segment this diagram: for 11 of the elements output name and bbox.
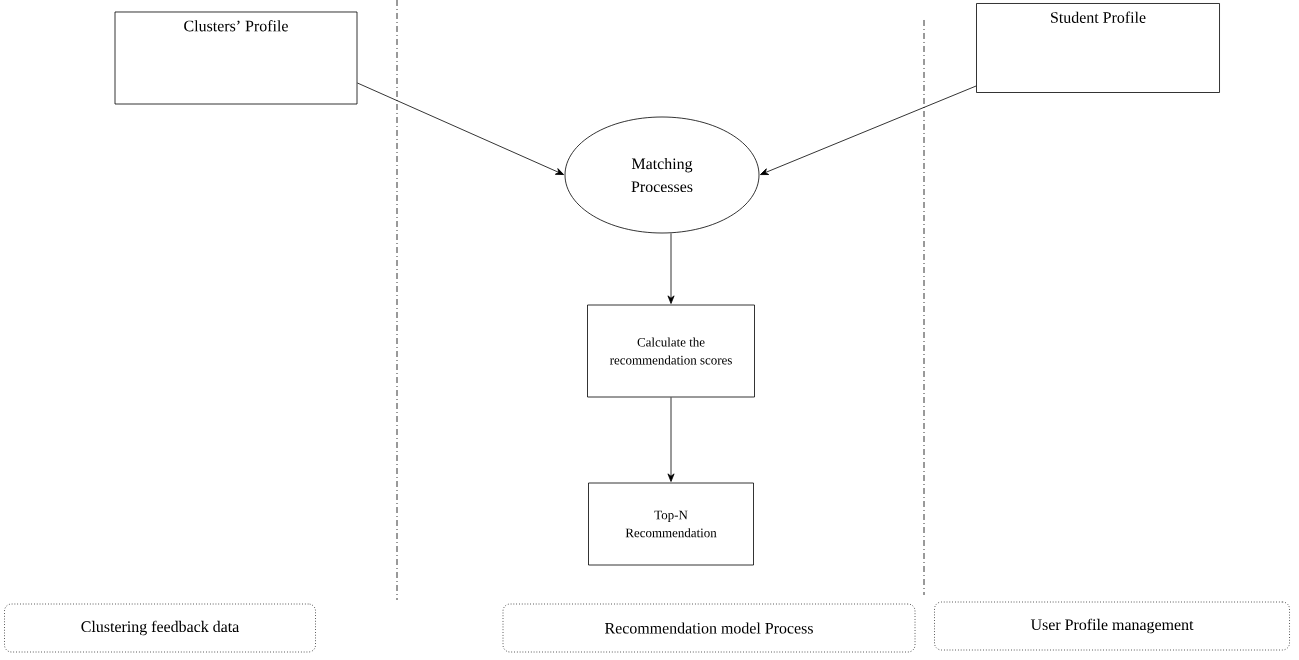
profile-box: Clusters’ Profile bbox=[114, 11, 358, 105]
arrow bbox=[357, 82, 565, 175]
section-label-box: Recommendation model Process bbox=[502, 603, 916, 653]
arrow bbox=[667, 397, 675, 482]
section-label-box: User Profile management bbox=[934, 601, 1290, 651]
process-box: Calculate the recommendation scores bbox=[587, 304, 755, 398]
arrow bbox=[667, 233, 675, 304]
profile-box: Student Profile bbox=[976, 3, 1220, 93]
process-box: Top-N Recommendation bbox=[588, 482, 754, 566]
section-label-box: Clustering feedback data bbox=[4, 603, 316, 653]
arrow bbox=[760, 85, 977, 175]
